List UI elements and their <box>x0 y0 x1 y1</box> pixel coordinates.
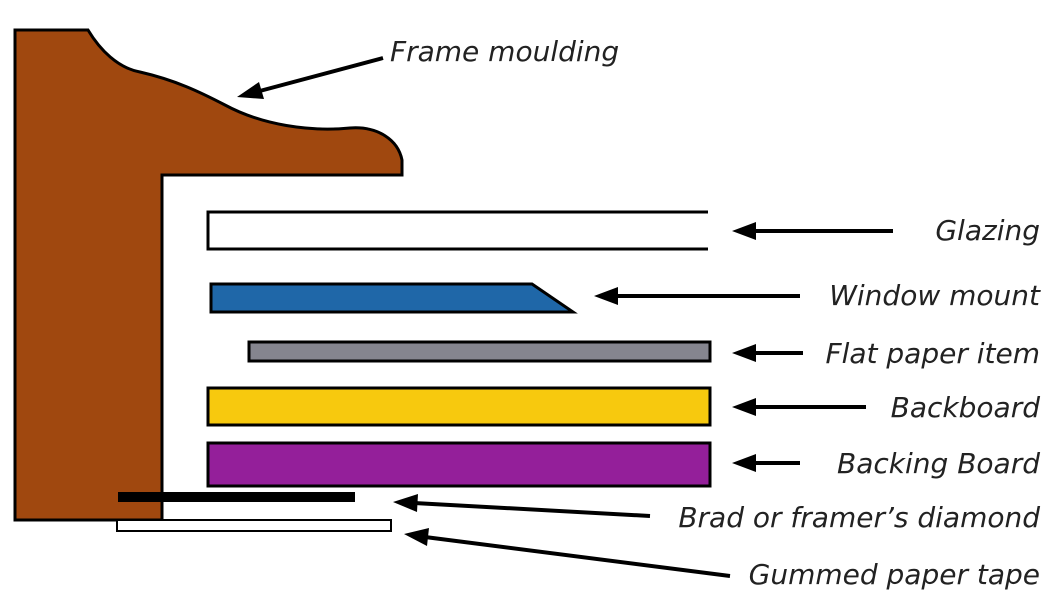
backing-board-arrow <box>732 454 800 472</box>
window-mount-label: Window mount <box>829 279 1041 312</box>
glazing-outline <box>206 210 708 251</box>
frame-moulding-arrow <box>237 56 384 99</box>
window-mount-shape <box>209 282 578 314</box>
brad-arrow <box>393 494 651 518</box>
flat-paper-item-shape <box>247 340 712 363</box>
arrows <box>237 56 893 578</box>
backboard-label: Backboard <box>891 391 1041 424</box>
brad-shape <box>118 492 355 502</box>
backboard-arrow <box>732 398 866 416</box>
glazing-fill <box>208 212 708 249</box>
gummed-tape-shape <box>116 519 392 532</box>
glazing-label: Glazing <box>935 214 1040 247</box>
flat-paper-item-label: Flat paper item <box>825 337 1040 370</box>
frame-moulding-shape <box>13 28 404 522</box>
flat-paper-item-arrow <box>732 344 803 362</box>
brad-label: Brad or framer’s diamond <box>678 501 1040 534</box>
gummed-tape-arrow <box>404 528 731 578</box>
glazing-panel <box>206 210 708 251</box>
window-mount-arrow <box>594 287 800 305</box>
glazing-arrow <box>732 222 893 240</box>
gummed-tape-label: Gummed paper tape <box>749 558 1040 591</box>
frame-moulding-label: Frame moulding <box>390 35 619 68</box>
backboard-shape <box>206 386 712 427</box>
backing-board-shape <box>206 441 712 488</box>
backing-board-label: Backing Board <box>837 447 1040 480</box>
